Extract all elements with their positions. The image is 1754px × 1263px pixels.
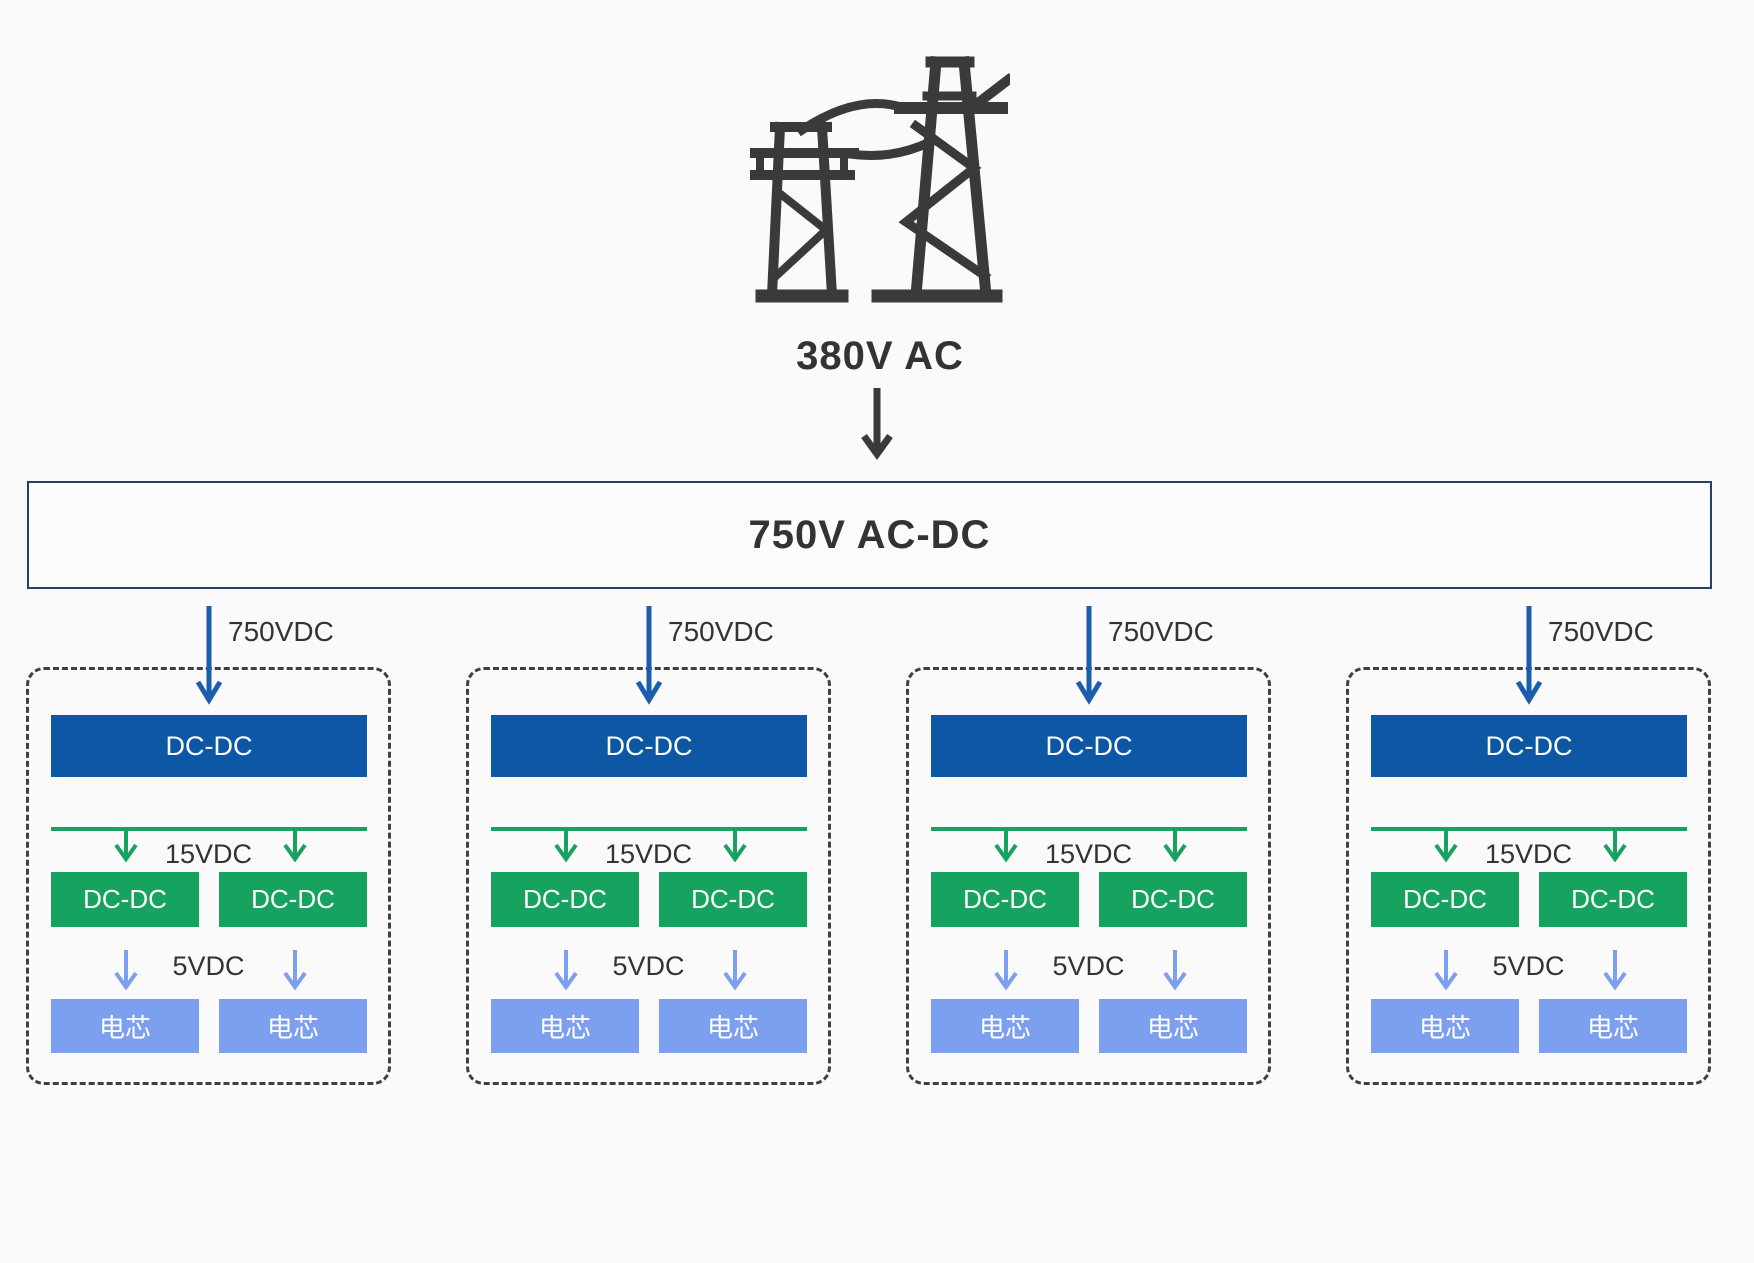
sub-dcdc-box: DC-DC bbox=[219, 872, 367, 927]
battery-cell-box: 电芯 bbox=[491, 999, 639, 1053]
mid-arrow-icon bbox=[114, 828, 138, 863]
transmission-tower-icon bbox=[750, 56, 1010, 303]
branch-group-border: DC-DC 15VDC DC-DC DC-DC 5VDC 电芯 电芯 bbox=[466, 667, 831, 1085]
mid-voltage-label: 15VDC bbox=[604, 839, 693, 869]
low-arrow-icon bbox=[723, 950, 747, 991]
feed-arrow-icon bbox=[195, 606, 223, 705]
battery-cell-box: 电芯 bbox=[219, 999, 367, 1053]
mid-arrow-icon bbox=[1163, 828, 1187, 863]
primary-dcdc-box: DC-DC bbox=[491, 715, 807, 777]
battery-cell-box: 电芯 bbox=[51, 999, 199, 1053]
battery-cell-box: 电芯 bbox=[1099, 999, 1247, 1053]
branch-1: 750VDC DC-DC 15VDC DC-DC DC-DC 5VDC 电芯 电… bbox=[26, 600, 391, 1090]
branch-3: 750VDC DC-DC 15VDC DC-DC DC-DC 5VDC 电芯 电… bbox=[906, 600, 1271, 1090]
low-arrow-icon bbox=[114, 950, 138, 991]
sub-dcdc-box: DC-DC bbox=[931, 872, 1079, 927]
low-arrow-icon bbox=[994, 950, 1018, 991]
mid-arrow-icon bbox=[994, 828, 1018, 863]
mid-arrow-icon bbox=[283, 828, 307, 863]
grid-voltage-label: 380V AC bbox=[796, 334, 964, 378]
feed-voltage-label: 750VDC bbox=[668, 616, 774, 647]
low-arrow-icon bbox=[554, 950, 578, 991]
feed-voltage-label: 750VDC bbox=[1108, 616, 1214, 647]
battery-cell-box: 电芯 bbox=[931, 999, 1079, 1053]
low-arrow-icon bbox=[1163, 950, 1187, 991]
mid-bus-line bbox=[491, 827, 807, 831]
feed-arrow-icon bbox=[1515, 606, 1543, 705]
mid-voltage-label: 15VDC bbox=[1484, 839, 1573, 869]
low-voltage-label: 5VDC bbox=[1492, 951, 1565, 981]
battery-cell-box: 电芯 bbox=[1539, 999, 1687, 1053]
mid-bus-line bbox=[51, 827, 367, 831]
branch-2: 750VDC DC-DC 15VDC DC-DC DC-DC 5VDC 电芯 电… bbox=[466, 600, 831, 1090]
battery-cell-box: 电芯 bbox=[1371, 999, 1519, 1053]
sub-dcdc-box: DC-DC bbox=[491, 872, 639, 927]
battery-cell-box: 电芯 bbox=[659, 999, 807, 1053]
low-arrow-icon bbox=[1434, 950, 1458, 991]
sub-dcdc-box: DC-DC bbox=[1539, 872, 1687, 927]
feed-arrow-icon bbox=[635, 606, 663, 705]
primary-dcdc-box: DC-DC bbox=[931, 715, 1247, 777]
low-voltage-label: 5VDC bbox=[612, 951, 685, 981]
primary-dcdc-box: DC-DC bbox=[1371, 715, 1687, 777]
mid-voltage-label: 15VDC bbox=[164, 839, 253, 869]
acdc-converter-box: 750V AC-DC bbox=[27, 481, 1712, 589]
low-arrow-icon bbox=[283, 950, 307, 991]
mid-arrow-icon bbox=[723, 828, 747, 863]
sub-dcdc-box: DC-DC bbox=[659, 872, 807, 927]
branch-group-border: DC-DC 15VDC DC-DC DC-DC 5VDC 电芯 电芯 bbox=[1346, 667, 1711, 1085]
low-voltage-label: 5VDC bbox=[172, 951, 245, 981]
mid-arrow-icon bbox=[1434, 828, 1458, 863]
grid-to-converter-arrow-icon bbox=[861, 388, 893, 460]
branch-group-border: DC-DC 15VDC DC-DC DC-DC 5VDC 电芯 电芯 bbox=[26, 667, 391, 1085]
sub-dcdc-box: DC-DC bbox=[1371, 872, 1519, 927]
mid-bus-line bbox=[1371, 827, 1687, 831]
sub-dcdc-box: DC-DC bbox=[51, 872, 199, 927]
sub-dcdc-box: DC-DC bbox=[1099, 872, 1247, 927]
feed-voltage-label: 750VDC bbox=[1548, 616, 1654, 647]
feed-arrow-icon bbox=[1075, 606, 1103, 705]
feed-voltage-label: 750VDC bbox=[228, 616, 334, 647]
branch-4: 750VDC DC-DC 15VDC DC-DC DC-DC 5VDC 电芯 电… bbox=[1346, 600, 1711, 1090]
low-arrow-icon bbox=[1603, 950, 1627, 991]
mid-arrow-icon bbox=[1603, 828, 1627, 863]
mid-arrow-icon bbox=[554, 828, 578, 863]
branch-group-border: DC-DC 15VDC DC-DC DC-DC 5VDC 电芯 电芯 bbox=[906, 667, 1271, 1085]
low-voltage-label: 5VDC bbox=[1052, 951, 1125, 981]
mid-bus-line bbox=[931, 827, 1247, 831]
primary-dcdc-box: DC-DC bbox=[51, 715, 367, 777]
mid-voltage-label: 15VDC bbox=[1044, 839, 1133, 869]
